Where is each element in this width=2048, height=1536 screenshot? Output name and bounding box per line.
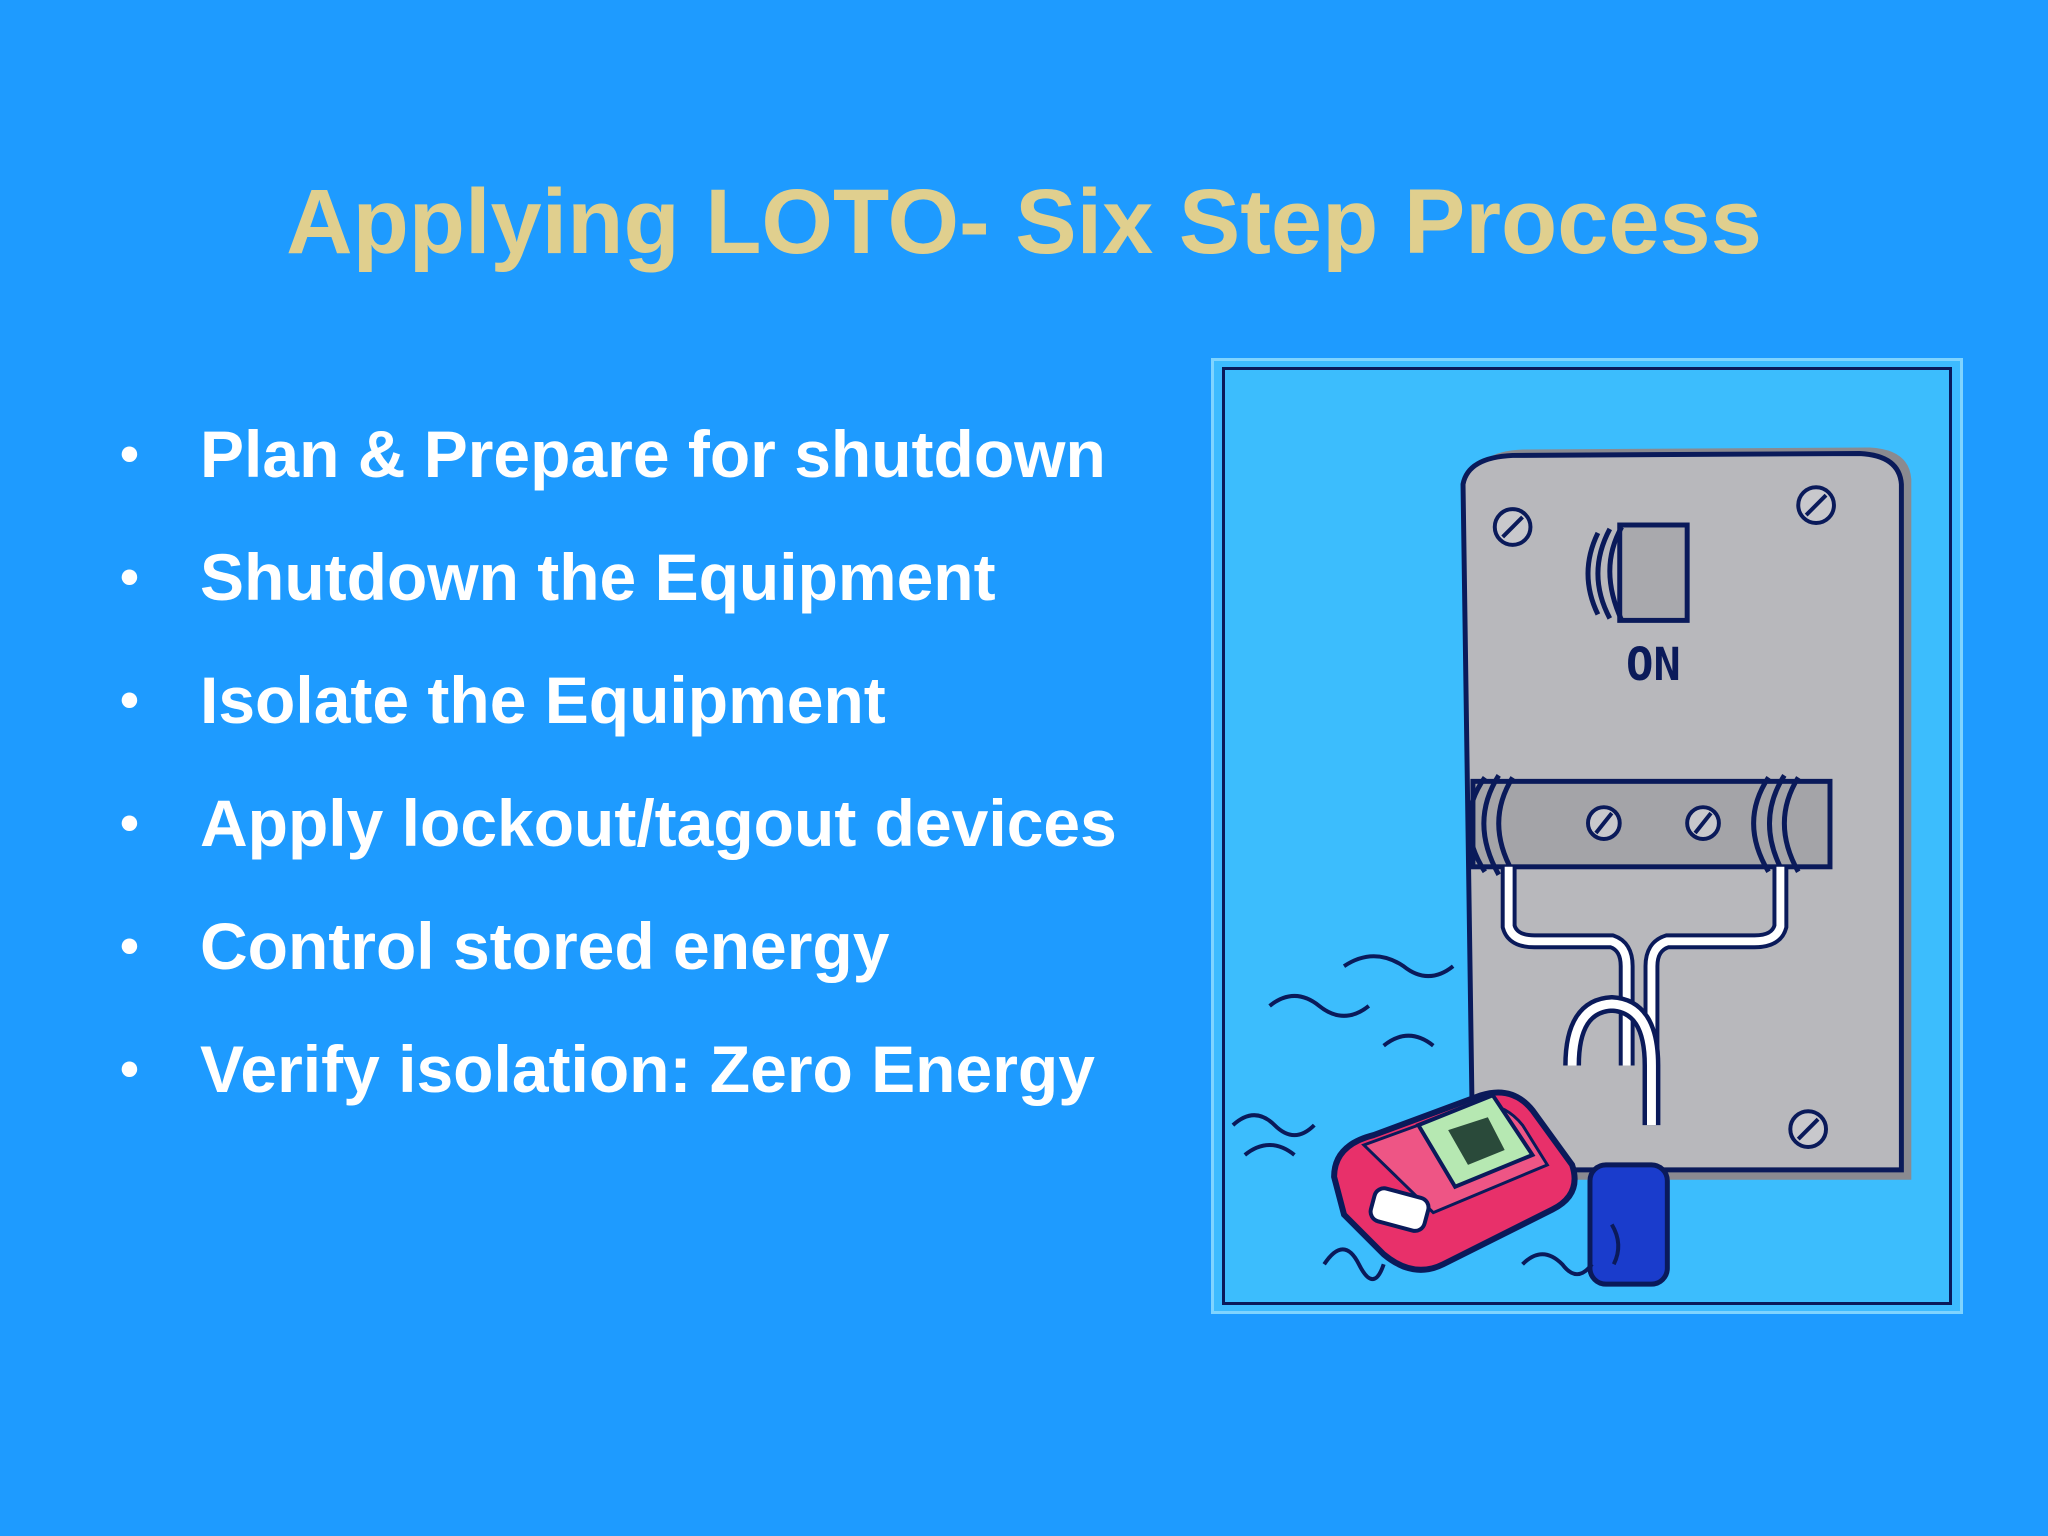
bullet-dot: • xyxy=(120,670,139,730)
bullet-text: Isolate the Equipment xyxy=(200,663,886,737)
bullet-text: Verify isolation: Zero Energy xyxy=(200,1032,1095,1106)
bullet-item: • Shutdown the Equipment xyxy=(120,533,1180,656)
bullet-item: • Control stored energy xyxy=(120,902,1180,1025)
bullet-dot: • xyxy=(120,1039,139,1099)
bullet-item: • Isolate the Equipment xyxy=(120,656,1180,779)
bullet-item: • Plan & Prepare for shutdown xyxy=(120,410,1180,533)
bullet-dot: • xyxy=(120,547,139,607)
illustration-frame: ON xyxy=(1211,358,1963,1314)
slide-title: Applying LOTO- Six Step Process xyxy=(286,171,1762,273)
bullet-text: Shutdown the Equipment xyxy=(200,540,996,614)
lockout-illustration: ON xyxy=(1222,367,1952,1305)
bullet-list: • Plan & Prepare for shutdown • Shutdown… xyxy=(120,410,1180,1148)
blue-padlock xyxy=(1587,1162,1670,1287)
bullet-text: Apply lockout/tagout devices xyxy=(200,786,1117,860)
bullet-dot: • xyxy=(120,424,139,484)
bullet-dot: • xyxy=(120,793,139,853)
bullet-text: Control stored energy xyxy=(200,909,890,983)
bullet-item: • Verify isolation: Zero Energy xyxy=(120,1025,1180,1148)
bullet-item: • Apply lockout/tagout devices xyxy=(120,779,1180,902)
lockout-padlock-icon: ON xyxy=(1231,447,1912,1287)
switch-on-label: ON xyxy=(1626,638,1681,691)
bullet-dot: • xyxy=(120,916,139,976)
bullet-text: Plan & Prepare for shutdown xyxy=(200,417,1106,491)
